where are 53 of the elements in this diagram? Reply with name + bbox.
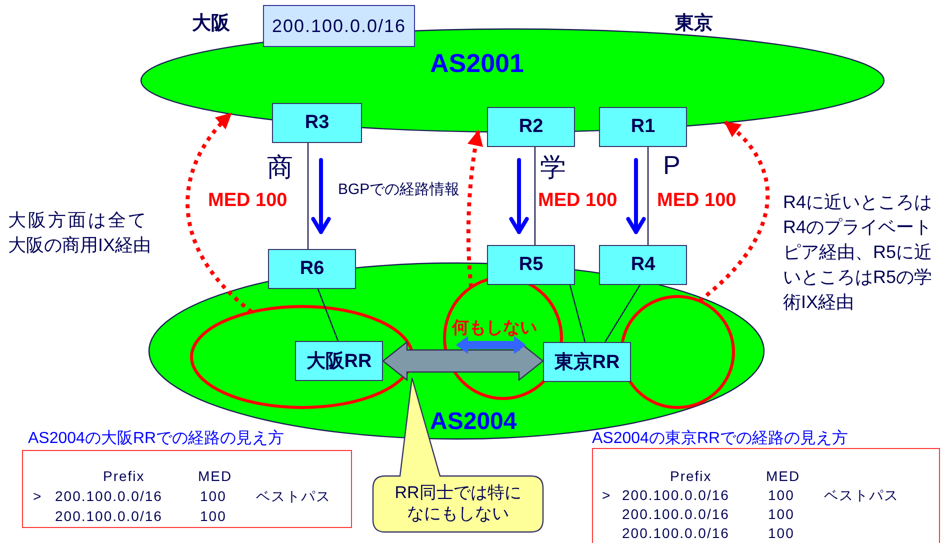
- table-cell: >: [33, 488, 42, 504]
- region-name: 大阪: [192, 12, 230, 36]
- connector-line: [534, 147, 536, 245]
- table-cell: 200.100.0.0/16: [55, 488, 162, 504]
- table-heading: AS2004の大阪RRでの経路の見え方: [28, 428, 284, 449]
- router-box: R2: [487, 107, 575, 147]
- router-box: R4: [599, 245, 687, 285]
- link-type-label: 学: [540, 151, 566, 184]
- table-cell: 100: [768, 487, 794, 503]
- router-box: R1: [599, 107, 687, 147]
- table-cell: MED: [766, 468, 800, 484]
- router-box: R5: [487, 245, 575, 285]
- connector-line: [569, 284, 586, 342]
- dotted-arrow: [186, 112, 254, 314]
- table-cell: MED: [198, 468, 232, 484]
- router-box: 東京RR: [543, 342, 631, 382]
- router-box: 大阪RR: [295, 341, 383, 381]
- as-label: AS2001: [430, 48, 524, 79]
- table-cell: 100: [200, 488, 226, 504]
- note-text: 大阪方面は全て大阪の商用IX経由: [8, 209, 152, 257]
- note-text: BGPでの経路情報: [338, 180, 460, 199]
- connector-line: [307, 143, 309, 249]
- table-cell: 100: [768, 525, 794, 541]
- double-arrow: [382, 340, 544, 382]
- med-label: MED 100: [538, 190, 618, 212]
- router-box: R3: [272, 103, 362, 143]
- dotted-arrow: [698, 120, 770, 302]
- med-label: MED 100: [208, 190, 288, 212]
- prefix-box: 200.100.0.0/16: [263, 5, 415, 47]
- link-type-label: P: [663, 150, 680, 181]
- connector-line: [317, 288, 339, 342]
- link-type-label: 商: [267, 151, 293, 184]
- arrow-label: 何もしない: [452, 317, 537, 339]
- as-label: AS2004: [430, 408, 517, 436]
- highlight-ellipse: [620, 295, 735, 409]
- table-cell: 200.100.0.0/16: [55, 508, 162, 524]
- region-name: 東京: [675, 12, 713, 36]
- connector-line: [604, 284, 641, 342]
- table-cell: 100: [200, 508, 226, 524]
- table-cell: 200.100.0.0/16: [622, 525, 730, 541]
- table-cell: ベストパス: [256, 488, 331, 506]
- med-label: MED 100: [657, 190, 736, 212]
- connector-line: [647, 147, 649, 245]
- table-heading: AS2004の東京RRでの経路の見え方: [592, 428, 848, 449]
- table-cell: 200.100.0.0/16: [622, 487, 730, 503]
- table-cell: 100: [768, 506, 794, 522]
- router-box: R6: [268, 249, 356, 289]
- note-text: R4に近いところはR4のプライベートピア経由、R5に近いところはR5の学術IX経由: [783, 191, 934, 314]
- table-cell: Prefix: [670, 468, 712, 484]
- table-cell: Prefix: [103, 468, 145, 484]
- table-cell: 200.100.0.0/16: [622, 506, 730, 522]
- table-cell: ベストパス: [824, 487, 899, 505]
- table-cell: >: [602, 487, 612, 503]
